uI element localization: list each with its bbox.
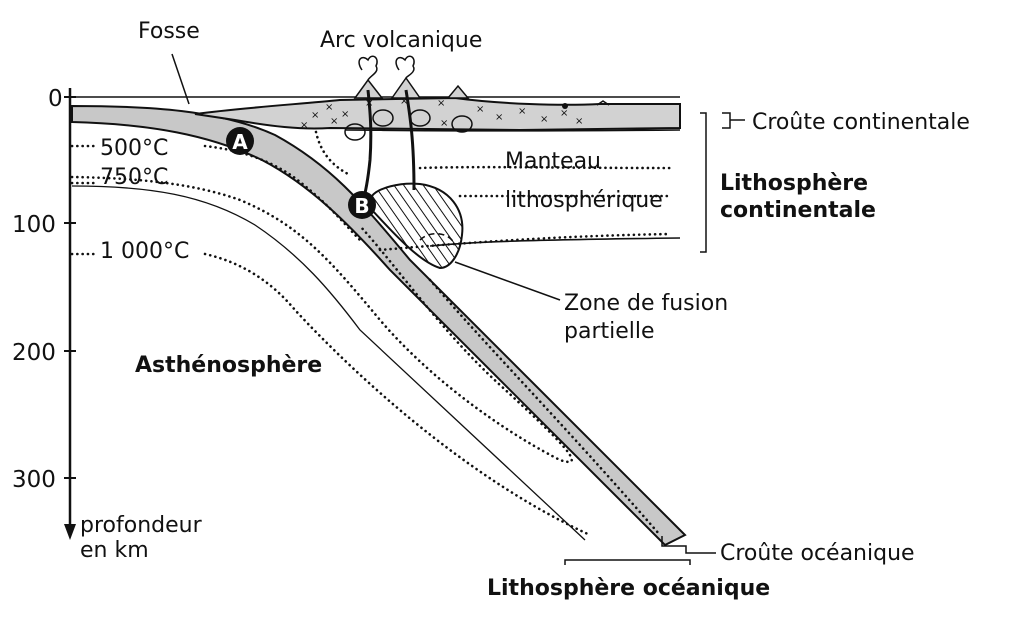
svg-text:×: × (495, 112, 503, 123)
pluton-icon (451, 115, 473, 133)
continental-lithosphere-bracket (700, 112, 707, 253)
magma-conduit (404, 89, 416, 191)
isotherm-label-500: 500°C (100, 136, 168, 161)
mantle-label-line2: lithosphérique (505, 188, 663, 213)
oceanic-lithosphere-base (71, 185, 586, 541)
pluton-icon (344, 123, 366, 141)
mantle-isotherm-b (418, 165, 672, 170)
partial-melt-leader (454, 261, 561, 301)
mantle-label-line1: Manteau (505, 149, 601, 174)
marker-a-label: A (232, 130, 248, 154)
marker-b-label: B (354, 194, 369, 218)
tick-label-300: 300 (12, 467, 56, 493)
tick-label-200: 200 (12, 340, 56, 366)
svg-text:×: × (400, 96, 408, 107)
tick-label-0: 0 (48, 86, 63, 112)
svg-text:×: × (437, 98, 445, 109)
isotherm-1000 (203, 252, 592, 537)
partial-melt-label-line2: partielle (564, 319, 655, 344)
volcano-icon (446, 84, 470, 99)
partial-melt-zone (371, 182, 464, 270)
isotherm-750 (70, 175, 573, 464)
svg-text:×: × (476, 104, 484, 115)
svg-text:×: × (300, 120, 308, 131)
svg-text:×: × (341, 109, 349, 120)
oceanic-lithosphere-bracket (564, 559, 691, 565)
eruption-plume-icon (358, 55, 378, 81)
trench-leader (171, 53, 190, 105)
svg-text:×: × (440, 118, 448, 129)
mantle-isotherm-a (314, 130, 352, 177)
continental-crust (194, 96, 681, 132)
svg-text:×: × (311, 110, 319, 121)
isotherm-label-750: 750°C (100, 165, 168, 190)
lithospheric-mantle-base (429, 237, 681, 247)
oceanic-crust-bracket (661, 536, 716, 554)
isotherms (70, 130, 672, 537)
depth-axis-label-line2: en km (80, 538, 149, 563)
svg-text:×: × (560, 108, 568, 119)
svg-text:×: × (540, 114, 548, 125)
svg-text:×: × (518, 106, 526, 117)
depth-axis-arrow-icon (64, 524, 76, 540)
pluton-icon (372, 109, 394, 127)
svg-text:×: × (575, 116, 583, 127)
continental-lithosphere-label-line1: Lithosphère (720, 171, 868, 196)
continental-crust-label: Croûte continentale (752, 110, 970, 135)
volcanic-arc-label: Arc volcanique (320, 28, 482, 53)
partial-melt-label-line1: Zone de fusion (564, 291, 728, 316)
tick-label-100: 100 (12, 212, 56, 238)
depth-axis: 0 100 200 300 profondeur en km (12, 86, 203, 563)
eruption-plume-icon (395, 55, 415, 79)
isotherm-label-1000: 1 000°C (100, 239, 189, 264)
depth-axis-label-line1: profondeur (80, 513, 203, 538)
marker-a: A (226, 127, 254, 155)
continental-crust-bracket (722, 112, 731, 129)
melt-dashed-outline (419, 232, 456, 246)
oceanic-lithosphere-label: Lithosphère océanique (487, 576, 770, 601)
trench-label: Fosse (138, 19, 200, 44)
isotherm-deep (428, 278, 662, 537)
continental-lithosphere-label-line2: continentale (720, 198, 876, 223)
svg-text:×: × (330, 116, 338, 127)
svg-text:×: × (325, 102, 333, 113)
moho-line (344, 129, 681, 132)
asthenosphere-label: Asthénosphère (135, 353, 322, 378)
mantle-isotherm-d (378, 232, 672, 252)
crust-plutons: ××× ××× ××× ××× ××× (300, 96, 583, 141)
oceanic-crust-label: Croûte océanique (720, 541, 915, 566)
marker-b: B (348, 191, 376, 219)
